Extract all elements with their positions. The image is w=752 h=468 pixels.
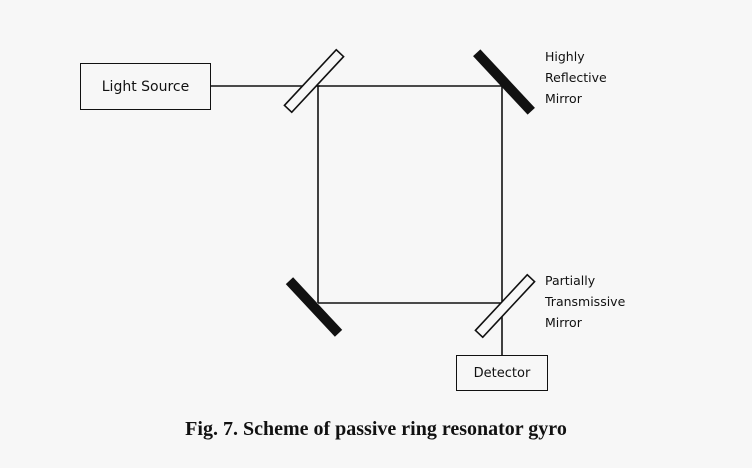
input-beam-splitter <box>283 48 345 114</box>
light-source-label: Light Source <box>101 78 190 95</box>
label-line: Mirror <box>545 315 582 330</box>
figure-caption: Fig. 7. Scheme of passive ring resonator… <box>185 418 567 440</box>
label-line: Transmissive <box>545 294 626 309</box>
highly-reflective-mirror <box>473 49 535 115</box>
label-line: Mirror <box>545 91 582 106</box>
highly-reflective-mirror-label: Highly Reflective Mirror <box>545 46 607 109</box>
label-line: Partially <box>545 273 596 288</box>
label-line: Highly <box>545 49 585 64</box>
partially-transmissive-mirror <box>474 273 536 339</box>
detector-box: Detector <box>456 355 548 391</box>
bottom-left-mirror <box>285 277 343 337</box>
partially-transmissive-mirror-label: Partially Transmissive Mirror <box>545 270 625 333</box>
detector-label: Detector <box>473 365 531 381</box>
light-source-box: Light Source <box>80 63 211 110</box>
label-line: Reflective <box>545 70 607 85</box>
